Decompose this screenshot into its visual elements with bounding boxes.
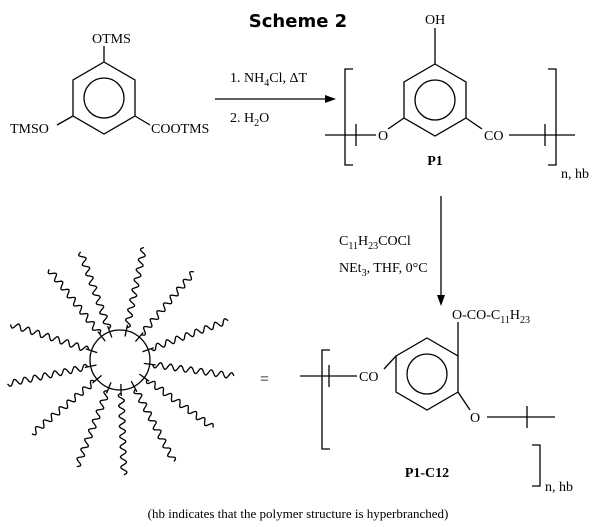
p1-benzene-ring [403, 63, 467, 137]
hb-alkyl-chain [152, 362, 235, 379]
hb-alkyl-chain [133, 388, 177, 462]
equals-sign: = [260, 371, 269, 388]
step-1-label-sub-2: 2 [254, 118, 259, 129]
p1-aromatic-circle [414, 79, 456, 121]
p1c12-aromatic-circle [406, 353, 448, 395]
hb-alkyl-chain [150, 318, 229, 352]
step-2-conditions-sub: 3 [362, 268, 367, 279]
p1-co-label: CO [484, 129, 503, 144]
step-2-reagent-c: COCl [378, 234, 411, 249]
step-2-reagent-sub-1: 11 [348, 241, 358, 252]
hb-chain-tick [92, 374, 103, 384]
step-2-conditions: NEt3, THF, 0°C [339, 261, 428, 279]
p1-subscript-label: n, hb [561, 167, 589, 182]
p1c12-ester-sub-1: 11 [500, 315, 510, 326]
hb-chain-tick [84, 364, 97, 369]
step-2-reagent-b: H [358, 234, 368, 249]
polymer-p1-structure: OH O CO P1 n, hb [325, 13, 589, 182]
step-1-label-sub: 4 [264, 78, 269, 89]
scheme-title: Scheme 2 [249, 11, 347, 32]
hb-chain-tick [143, 362, 156, 366]
hb-alkyl-chain [7, 363, 89, 387]
p1c12-o-label: O [470, 411, 480, 426]
step-1-label-c: 2. H [230, 111, 254, 126]
p1c12-subscript-label: n, hb [545, 480, 573, 495]
monomer-otms-label: OTMS [92, 32, 131, 47]
p1c12-name-label: P1-C12 [405, 466, 449, 481]
hb-chain-tick [85, 348, 98, 354]
monomer-tmso-label: TMSO [10, 122, 49, 137]
p1c12-bond-co [383, 355, 397, 370]
reaction-step-1: 1. NH4Cl, ΔT 2. H2O [215, 71, 336, 129]
p1c12-ester-a: O-CO-C [452, 308, 500, 323]
reaction-step-2: C11H23COCl NEt3, THF, 0°C [339, 196, 445, 306]
hb-chain-tick [105, 382, 112, 394]
step-1-conditions-line-1: 1. NH4Cl, ΔT [230, 71, 307, 89]
arrow-1-head [325, 95, 336, 103]
hb-chain-tick [139, 373, 150, 382]
hb-alkyl-chain [76, 389, 109, 468]
p1c12-right-bracket [532, 444, 541, 487]
hb-chain-tick [124, 324, 129, 337]
monomer-cootms-label: COOTMS [151, 122, 209, 137]
hb-chain-tick [107, 325, 113, 338]
step-2-conditions-a: NEt [339, 261, 362, 276]
p1c12-ester-label: O-CO-C11H23 [452, 308, 530, 326]
hb-alkyl-chain [78, 251, 112, 330]
hb-chain-tick [142, 347, 155, 353]
p1c12-ester-sub-2: 23 [520, 315, 530, 326]
polymer-p1c12-structure: CO O O-CO-C11H23 P1-C12 n, hb [300, 308, 573, 495]
hb-alkyl-chain [47, 269, 102, 335]
monomer-structure: OTMS TMSO COOTMS [10, 32, 209, 137]
hb-chain-tick [97, 331, 106, 342]
p1-left-bracket [344, 68, 353, 166]
step-2-reagent-a: C [339, 234, 348, 249]
step-2-reagent: C11H23COCl [339, 234, 411, 252]
p1-oh-label: OH [425, 13, 445, 28]
hb-alkyl-chain [117, 392, 128, 476]
step-1-label-d: O [259, 111, 269, 126]
step-1-conditions-line-2: 2. H2O [230, 111, 269, 129]
p1c12-ester-b: H [510, 308, 520, 323]
p1-o-label: O [378, 129, 388, 144]
p1-bond-co [465, 117, 483, 130]
hb-alkyl-chain [124, 246, 146, 329]
p1c12-left-bracket [321, 349, 330, 450]
p1c12-co-label: CO [359, 370, 378, 385]
p1c12-bond-o [457, 391, 471, 411]
footnote: (hb indicates that the polymer structure… [148, 506, 449, 521]
p1-right-bracket [548, 68, 557, 166]
step-2-conditions-b: , THF, 0°C [367, 261, 428, 276]
arrow-2-head [437, 295, 445, 306]
monomer-bond-right [134, 115, 151, 126]
step-2-reagent-sub-2: 23 [368, 241, 378, 252]
p1-name-label: P1 [427, 154, 443, 169]
hb-alkyl-chain [31, 379, 95, 436]
p1-bond-o [387, 117, 405, 130]
monomer-bond-left [56, 115, 74, 126]
step-1-label-a: 1. NH [230, 71, 264, 86]
hb-chain-tick [130, 380, 138, 393]
hyperbranched-cartoon [7, 246, 235, 476]
hb-alkyl-chain [145, 379, 214, 428]
p1c12-benzene-ring [395, 337, 459, 411]
hb-core-circle [89, 329, 151, 391]
hb-alkyl-chain [141, 270, 194, 336]
hb-alkyl-chain [9, 323, 90, 351]
step-1-label-b: Cl, ΔT [269, 71, 307, 86]
monomer-aromatic-circle [83, 77, 125, 119]
monomer-benzene-ring [72, 61, 136, 135]
hb-chain-tick [134, 332, 144, 343]
